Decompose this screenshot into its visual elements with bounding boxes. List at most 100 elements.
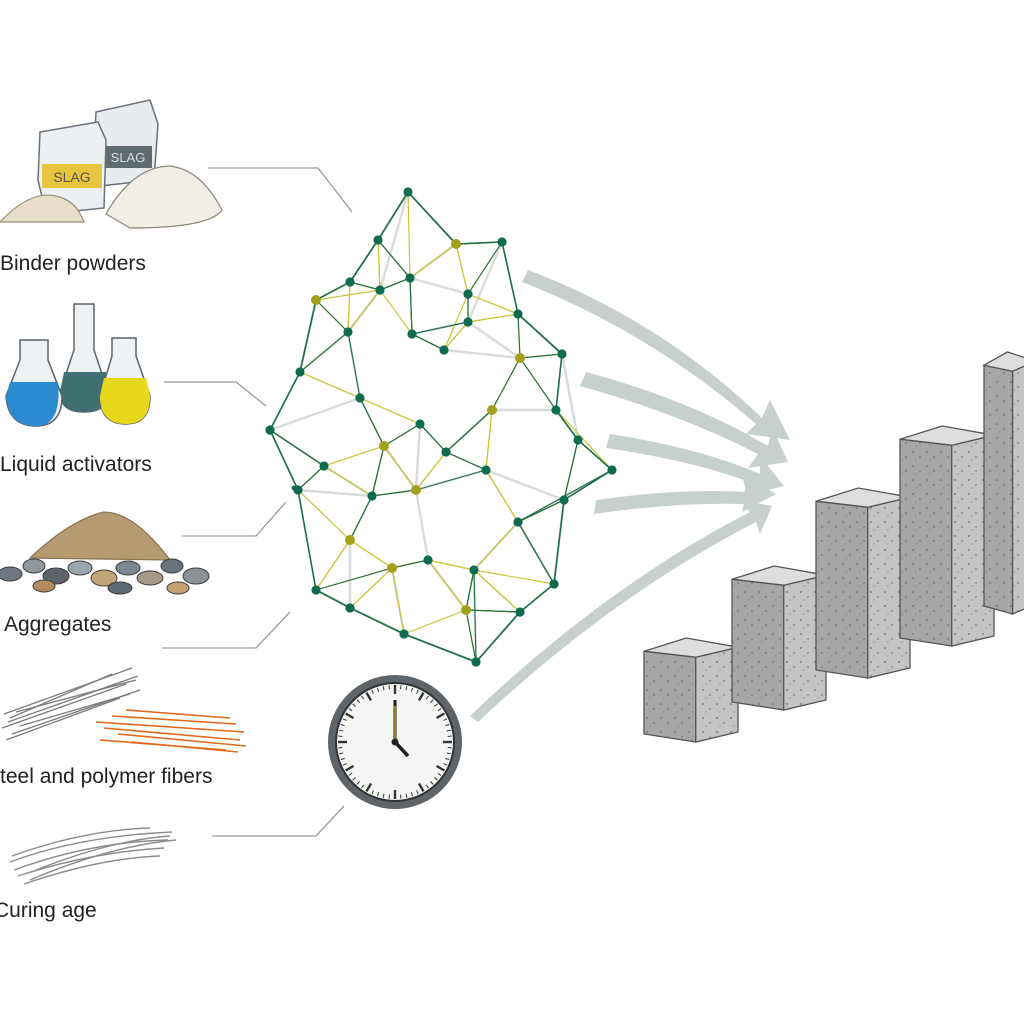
clock-tick bbox=[361, 784, 365, 789]
network-edge bbox=[465, 569, 475, 611]
output-arrows bbox=[470, 270, 790, 722]
network-link bbox=[299, 371, 361, 399]
network-node bbox=[367, 491, 377, 501]
clock-tick bbox=[430, 781, 434, 785]
clock-tick bbox=[437, 772, 442, 776]
network-edge bbox=[349, 495, 373, 541]
clock-tick bbox=[417, 782, 425, 792]
network-edge bbox=[409, 277, 413, 335]
network-node bbox=[399, 629, 409, 639]
network-edge bbox=[415, 469, 487, 491]
network-link bbox=[391, 567, 405, 635]
network-edge bbox=[411, 321, 469, 335]
network-edge bbox=[379, 277, 411, 291]
network-edge bbox=[371, 489, 417, 497]
network-node bbox=[355, 393, 365, 403]
clock-tick bbox=[445, 757, 450, 761]
clock-tick bbox=[371, 689, 374, 694]
network-node bbox=[403, 187, 413, 197]
clock-tick bbox=[356, 781, 360, 785]
clock-tick bbox=[348, 708, 353, 712]
clock-tick bbox=[416, 689, 419, 694]
network-node bbox=[345, 277, 355, 287]
clock-tick bbox=[342, 718, 347, 721]
network-link-faint bbox=[560, 353, 580, 441]
clock-icon bbox=[328, 675, 462, 809]
arrow-2 bbox=[580, 372, 788, 468]
network-edge bbox=[517, 499, 565, 523]
clock-tick bbox=[443, 763, 448, 766]
network-node bbox=[551, 405, 561, 415]
network-node bbox=[469, 565, 479, 575]
network-link bbox=[315, 539, 351, 591]
network-edge bbox=[563, 439, 579, 501]
connector-aggregates bbox=[182, 501, 287, 537]
network-node bbox=[463, 317, 473, 327]
network-edge bbox=[517, 313, 521, 359]
network-node bbox=[265, 425, 275, 435]
clock-tick bbox=[434, 777, 438, 781]
network-edge bbox=[491, 357, 521, 411]
network-link-faint bbox=[485, 468, 565, 502]
label-curing-age: Curing age bbox=[0, 899, 97, 922]
network-edge bbox=[315, 299, 349, 333]
network-edge bbox=[467, 241, 503, 295]
network-node bbox=[573, 435, 583, 445]
network-node bbox=[311, 295, 321, 305]
network-node bbox=[515, 353, 525, 363]
clock-tick bbox=[348, 772, 353, 776]
network-node bbox=[343, 327, 353, 337]
network-link bbox=[359, 397, 421, 425]
network-node bbox=[373, 235, 383, 245]
clock-tick bbox=[365, 782, 373, 792]
clock-tick bbox=[416, 790, 419, 795]
network-link-faint bbox=[467, 321, 521, 359]
bag-print-1: SLAG bbox=[53, 169, 90, 185]
network-link bbox=[383, 445, 417, 491]
concrete-block-2 bbox=[731, 565, 827, 711]
clock-tick bbox=[365, 692, 373, 702]
network-node bbox=[423, 555, 433, 565]
network-edge bbox=[315, 567, 393, 591]
network-link bbox=[467, 313, 519, 323]
clock-tick bbox=[345, 764, 355, 772]
connector-fibers bbox=[162, 611, 291, 649]
network-node bbox=[607, 465, 617, 475]
network-edge bbox=[347, 331, 361, 399]
network-link bbox=[427, 559, 475, 571]
clock-tick bbox=[382, 793, 385, 798]
clock-tick bbox=[345, 712, 355, 720]
network-node bbox=[379, 441, 389, 451]
network-edge bbox=[519, 353, 563, 359]
network-edge bbox=[473, 569, 477, 663]
network-link-faint bbox=[466, 241, 504, 323]
network-link bbox=[323, 465, 373, 497]
network-link bbox=[347, 281, 351, 333]
network-node bbox=[415, 419, 425, 429]
clock-tick bbox=[435, 712, 445, 720]
network-node bbox=[345, 603, 355, 613]
network-link bbox=[443, 293, 469, 351]
network-edge bbox=[445, 409, 493, 453]
network-node bbox=[311, 585, 321, 595]
concrete-block-1 bbox=[643, 637, 739, 743]
network-edge bbox=[297, 465, 325, 491]
clock-tick bbox=[417, 692, 425, 702]
fibers-icon bbox=[1, 667, 247, 753]
clock-tick bbox=[425, 784, 429, 789]
network-node bbox=[319, 461, 329, 471]
neural-network-icon bbox=[265, 187, 617, 667]
clock-tick bbox=[445, 723, 450, 727]
network-link bbox=[427, 559, 467, 611]
network-edge bbox=[359, 397, 385, 447]
clock-tick bbox=[405, 793, 408, 798]
network-link bbox=[473, 569, 521, 613]
network-link bbox=[323, 445, 385, 467]
network-link bbox=[485, 469, 519, 523]
label-binder-powders: Binder powders bbox=[0, 252, 146, 275]
concrete-blocks-icon bbox=[643, 351, 1024, 743]
connector-curing bbox=[212, 805, 345, 837]
network-link bbox=[485, 409, 493, 471]
